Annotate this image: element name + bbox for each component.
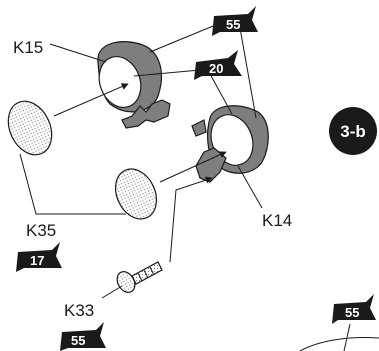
star-badge-bottom-right: 55 — [332, 294, 376, 324]
k35-lens-lower — [114, 168, 158, 220]
lens-to-k15-arrow — [53, 83, 129, 117]
label-k33: K33 — [64, 301, 94, 320]
star-badge-top: 55 — [212, 6, 258, 36]
label-k15: K15 — [13, 38, 43, 57]
k15-leader — [49, 43, 107, 63]
star-bottom-right-value: 55 — [345, 305, 359, 320]
star-mid-leader-1 — [133, 69, 201, 77]
label-k35: K35 — [26, 221, 56, 240]
k35-lens-upper — [7, 100, 53, 156]
star-k35-value: 17 — [30, 253, 44, 268]
label-k14: K14 — [262, 211, 292, 230]
k14-leader — [237, 165, 263, 209]
bottom-right-part-edge — [299, 337, 379, 351]
step-badge: 3-b — [329, 107, 377, 155]
k33-leader — [101, 285, 123, 299]
step-badge-label: 3-b — [340, 122, 366, 141]
k35-leader-upper — [19, 153, 54, 215]
k14-housing — [191, 105, 269, 183]
star-middle-value: 20 — [209, 61, 223, 76]
star-badge-middle: 20 — [194, 50, 242, 80]
star-top-value: 55 — [226, 17, 240, 32]
star-top-leader-2 — [239, 27, 257, 119]
bottom-right-leader — [343, 323, 351, 351]
lens-to-k14-arrow — [159, 151, 227, 183]
star-mid-leader-2 — [209, 73, 233, 115]
star-badge-k33: 55 — [60, 322, 106, 351]
screw-guide-arrow — [169, 176, 213, 263]
k33-screw — [116, 261, 163, 293]
star-top-leader-1 — [149, 23, 219, 53]
star-badge-k35: 17 — [16, 242, 62, 272]
k15-housing — [97, 41, 171, 129]
star-k33-value: 55 — [71, 333, 85, 348]
